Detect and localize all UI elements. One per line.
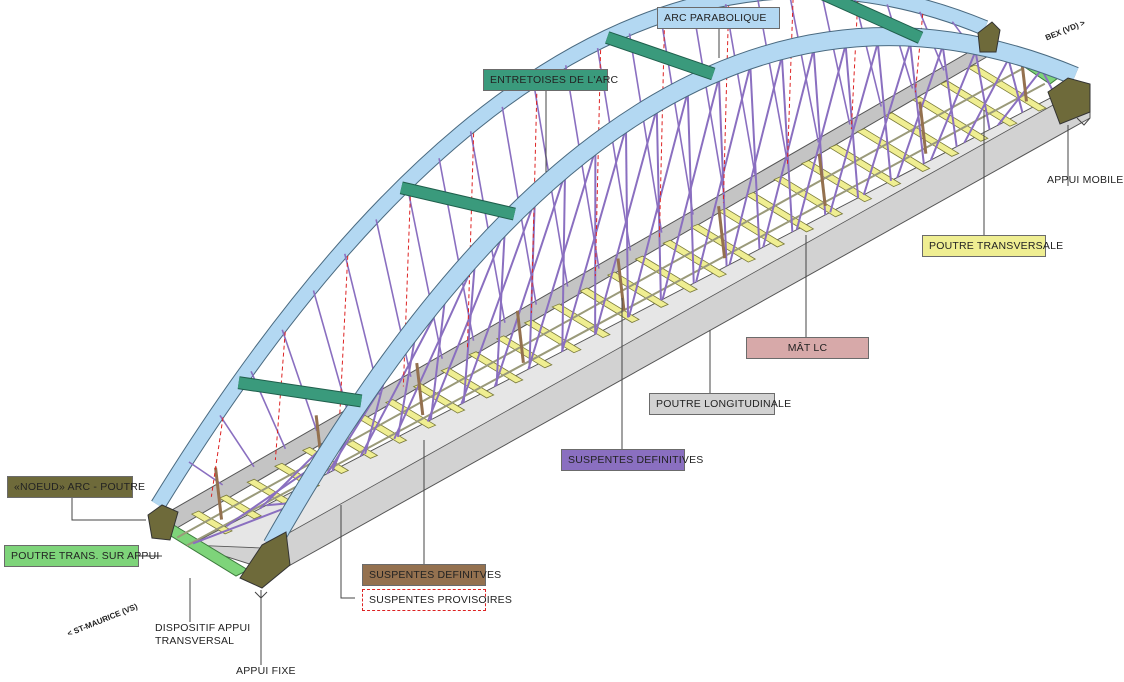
noeud-arc-poutre-2 xyxy=(977,21,1001,53)
suspente-brown-1 xyxy=(214,467,224,520)
suspente-def-back-13 xyxy=(564,65,600,269)
label-suspentes-provisoires: SUSPENTES PROVISOIRES xyxy=(362,589,512,611)
suspente-def-back-17 xyxy=(692,11,726,197)
poutre-transversale-25 xyxy=(856,128,931,172)
suspente-def-front-6 xyxy=(429,295,447,421)
label-arc-parabolique: ARC PARABOLIQUE xyxy=(657,7,780,29)
suspente-def-front-b-9 xyxy=(460,200,536,405)
suspente-def-front-b-21 xyxy=(862,42,912,196)
suspente-def-front-b-25 xyxy=(997,68,1043,126)
poutre-transversale-10 xyxy=(440,367,495,399)
label-mat-lc: MÂT LC xyxy=(746,337,869,359)
label-poutre-longitudinale: POUTRE LONGITUDINALE xyxy=(649,393,791,415)
suspente-def-front-16 xyxy=(749,65,761,250)
entretoise-3 xyxy=(823,0,923,43)
noeud-arc-poutre-1 xyxy=(239,531,291,589)
arch-bracing-group xyxy=(237,0,924,408)
suspente-provisoire-22 xyxy=(850,1,859,130)
suspente-provisoire-2 xyxy=(210,417,224,497)
entretoise-1 xyxy=(400,182,516,220)
suspente-def-back-15 xyxy=(628,33,663,233)
label-suspentes-definitives: SUSPENTES DEFINITIVES xyxy=(561,449,703,471)
poutre-transversale-1 xyxy=(190,510,233,535)
suspente-def-front-b-7 xyxy=(393,260,476,440)
suspente-def-front-b-10 xyxy=(493,173,566,387)
cross-beams-group xyxy=(156,45,1059,577)
label-noeud-arc-poutre: «NOEUD» ARC - POUTRE xyxy=(7,476,145,498)
suspente-def-front-7 xyxy=(462,261,477,403)
poutre-transversale-24 xyxy=(828,144,902,188)
suspente-def-front-b-24 xyxy=(963,58,1010,144)
suspente-def-front-24 xyxy=(1007,58,1024,113)
label-entretoises-arc: ENTRETOISES DE L'ARC xyxy=(483,69,618,91)
suspente-brown-22 xyxy=(918,101,928,154)
suspente-def-front-b-19 xyxy=(795,44,847,231)
suspente-def-front-21 xyxy=(909,43,925,164)
suspente-provisoire-18 xyxy=(722,6,730,203)
suspente-def-back-2 xyxy=(219,415,255,468)
arc-back xyxy=(152,0,988,509)
suspente-def-back-4 xyxy=(281,329,318,432)
label-appui-fixe: APPUI FIXE xyxy=(236,665,296,677)
appui-fixe-marker xyxy=(254,591,268,599)
suspente-def-back-21 xyxy=(822,0,851,125)
poutre-transversale-21 xyxy=(745,191,815,233)
suspente-def-front-b-23 xyxy=(929,50,977,161)
poutre-transversale-2 xyxy=(218,494,263,520)
label-dispositif-appui-line1: DISPOSITIF APPUI xyxy=(155,622,251,634)
label-appui-mobile: APPUI MOBILE xyxy=(1047,174,1124,186)
suspente-def-front-b-20 xyxy=(829,42,879,213)
suspente-def-back-18 xyxy=(724,4,757,179)
front-arch xyxy=(263,27,1079,550)
suspente-def-front-b-14 xyxy=(628,91,689,318)
suspente-def-back-8 xyxy=(406,187,443,359)
suspente-brown-7 xyxy=(415,362,425,416)
suspente-def-front-8 xyxy=(495,229,506,386)
suspente-def-front-b-8 xyxy=(426,229,506,422)
noeud-arc-poutre-0 xyxy=(147,504,179,541)
suspente-def-front-b-17 xyxy=(728,56,783,265)
suspente-def-back-10 xyxy=(469,131,506,323)
suspente-def-front-b-11 xyxy=(527,149,597,370)
suspente-brown-13 xyxy=(616,258,626,311)
entretoise-0 xyxy=(237,377,363,407)
back-arch xyxy=(151,0,989,510)
suspente-brown-16 xyxy=(717,206,727,259)
suspente-def-front-b-15 xyxy=(661,77,720,300)
suspente-def-front-23 xyxy=(974,51,991,130)
suspente-def-front-b-6 xyxy=(359,294,447,457)
suspente-def-front-20 xyxy=(876,42,892,181)
suspente-def-front-12 xyxy=(624,128,630,318)
poutre-transversale-13 xyxy=(523,319,582,354)
suspente-def-back-9 xyxy=(438,158,475,341)
poutre-transversale-17 xyxy=(634,255,699,293)
poutre-transversale-26 xyxy=(884,112,960,157)
suspente-def-front-22 xyxy=(941,45,958,147)
suspente-def-front-17 xyxy=(780,56,794,233)
leader-line-2 xyxy=(71,498,146,521)
noeud-arc-poutre-3 xyxy=(1047,77,1091,125)
label-poutre-transversale: POUTRE TRANSVERSALE xyxy=(922,235,1063,257)
main-longitudinal-beam xyxy=(188,87,1091,569)
poutre-transversale-27 xyxy=(911,96,989,142)
leader-lines-group xyxy=(71,29,1091,665)
suspente-def-front-b-16 xyxy=(695,65,752,283)
suspente-brown-19 xyxy=(817,153,827,207)
leader-line-10 xyxy=(340,505,355,599)
label-suspentes-definitves-brown: SUSPENTES DEFINITVES xyxy=(362,564,501,586)
suspente-provisoire-4 xyxy=(274,331,286,461)
suspente-provisoire-10 xyxy=(466,133,475,350)
appui-mobile-marker xyxy=(1076,117,1091,126)
label-dispositif-appui-line2: TRANSVERSAL xyxy=(155,635,235,647)
arch-beam-nodes-group xyxy=(147,21,1091,589)
arc-front xyxy=(264,28,1079,550)
suspente-brown-10 xyxy=(515,310,525,363)
poutre-transversale-23 xyxy=(800,160,873,203)
suspente-provisoire-24 xyxy=(914,13,924,93)
label-poutre-trans-sur-appui: POUTRE TRANS. SUR APPUI xyxy=(4,545,159,567)
entretoise-2 xyxy=(605,32,716,80)
suspente-def-front-5 xyxy=(396,331,418,438)
suspente-def-back-20 xyxy=(789,0,820,143)
